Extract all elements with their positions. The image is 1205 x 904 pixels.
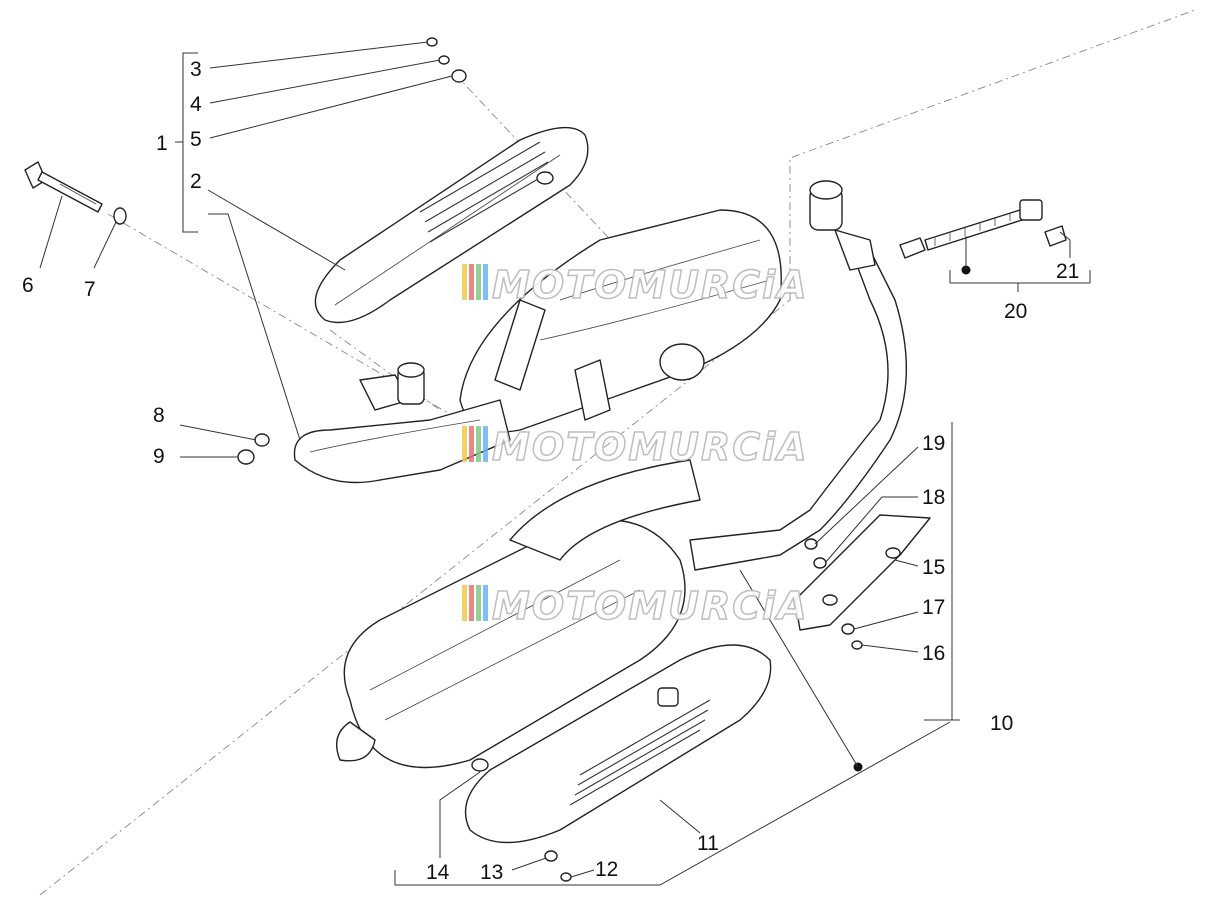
watermark-stripe	[483, 264, 488, 300]
screw-part-3	[426, 37, 438, 47]
lower-silencer	[336, 459, 701, 769]
callout-2: 2	[190, 170, 202, 193]
watermark-stripe	[469, 585, 474, 621]
callout-15: 15	[922, 556, 945, 579]
upper-heat-shield	[314, 126, 589, 324]
callout-1: 1	[156, 132, 168, 155]
washer-part-17	[841, 623, 855, 635]
nut-part-14	[471, 758, 489, 772]
watermark-stripe	[469, 426, 474, 462]
watermark-text: MOTOMURCiA	[492, 425, 809, 469]
callout-8: 8	[153, 404, 165, 427]
watermark-stripe	[462, 426, 467, 462]
watermark-stripe	[476, 264, 481, 300]
callout-5: 5	[190, 128, 202, 151]
lower-heat-shield	[464, 644, 772, 844]
upper-header-pipe	[293, 362, 511, 484]
nut-part-5	[451, 69, 467, 83]
nut-part-9	[237, 449, 255, 465]
washer-part-7	[113, 207, 127, 225]
callout-4: 4	[190, 93, 202, 116]
lambda-sensor	[899, 199, 1067, 259]
watermark-top: MOTOMURCiA	[462, 262, 809, 308]
callout-16: 16	[922, 642, 945, 665]
callout-21: 21	[1056, 260, 1079, 283]
callout-18: 18	[922, 486, 945, 509]
watermark-text: MOTOMURCiA	[492, 263, 809, 307]
callout-14: 14	[426, 861, 450, 884]
watermark-middle: MOTOMURCiA	[462, 424, 809, 470]
washer-part-8	[254, 433, 270, 447]
washer-part-13	[544, 850, 558, 862]
callout-13: 13	[480, 861, 503, 884]
callout-9: 9	[153, 445, 165, 468]
group-brackets	[175, 52, 1091, 886]
washer-part-19	[804, 538, 818, 550]
screw-part-16	[851, 640, 863, 650]
watermark-text: MOTOMURCiA	[492, 584, 809, 628]
small-heat-shield	[794, 514, 931, 631]
washer-part-18	[813, 557, 827, 569]
washer-part-4	[438, 55, 450, 65]
watermark-stripe	[476, 585, 481, 621]
watermark-stripe	[483, 426, 488, 462]
watermark-stripe	[469, 264, 474, 300]
callout-20: 20	[1004, 300, 1027, 323]
watermark-stripe	[476, 426, 481, 462]
callout-17: 17	[922, 596, 945, 619]
watermark-stripe	[462, 585, 467, 621]
callout-labels: 1 2 3 4 5 6 7 8 9 10 11 12 13 14 15 16 1…	[22, 58, 1079, 884]
leader-lines	[39, 41, 1071, 878]
lower-header-pipe	[689, 180, 908, 571]
upper-silencer	[459, 209, 782, 433]
callout-12: 12	[595, 858, 618, 881]
watermark-stripe	[462, 264, 467, 300]
bolt-part-6	[24, 161, 103, 213]
callout-6: 6	[22, 274, 34, 297]
callout-11: 11	[697, 832, 719, 855]
callout-7: 7	[84, 278, 96, 301]
watermark-bottom: MOTOMURCiA	[462, 583, 809, 629]
watermark-stripe	[483, 585, 488, 621]
callout-3: 3	[190, 58, 202, 81]
screw-part-12	[560, 872, 572, 882]
callout-19: 19	[922, 432, 945, 455]
callout-10: 10	[990, 712, 1013, 735]
